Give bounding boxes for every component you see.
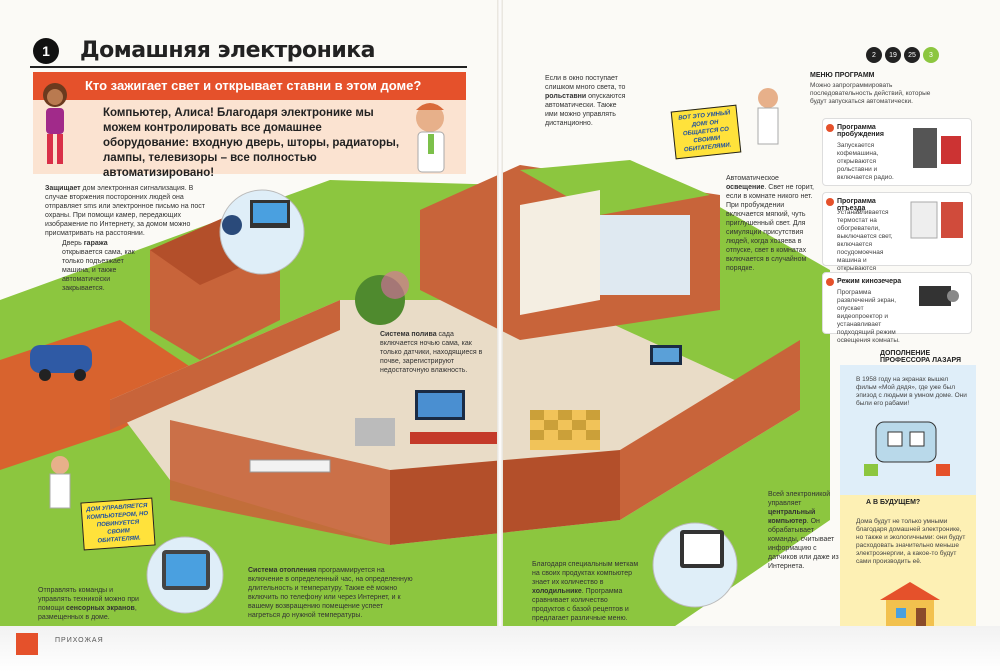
coffee-machine-icon [913,128,937,168]
eco-house-icon [880,582,940,626]
page-nav-item[interactable]: 2 [866,47,882,63]
page-nav-item[interactable]: 3 [923,47,939,63]
engineer-left-icon [49,456,71,509]
title-divider [30,66,467,68]
watering-note-text: сада включается ночью сама, как только д… [380,331,483,374]
garage-note: Дверь гаража открывается сама, как тольк… [62,239,140,293]
shutters-note-text: опускаются автоматически. Также ими можн… [545,93,626,127]
alice-character-icon [43,83,67,164]
program-bullet [826,124,834,132]
footer-label: ПРИХОЖАЯ [55,637,104,644]
garage-note-pre: Дверь [62,240,84,247]
lighting-note-pre: Автоматическое [726,175,779,182]
central-note-text: . Он обрабатывает команды, считывает инф… [768,518,839,570]
page-nav-item[interactable]: 25 [904,47,920,63]
lighting-note-bold: освещение [726,184,765,191]
fridge-note-pre: Благодаря специальным меткам на своих пр… [532,561,639,586]
lazar-text: В 1958 году на экранах вышел фильм «Мой … [856,376,967,407]
page-gutter [497,0,503,672]
touch-screen-note: Отправлять команды и управлять техникой … [38,586,146,622]
heating-note-text: программируется на включение в определен… [248,567,413,619]
program-bullet [826,278,834,286]
lazar-title: ДОПОЛНЕНИЕ ПРОФЕССОРА ЛАЗАРЯ [880,350,962,364]
menu-text: Можно запрограммировать последовательнос… [810,82,931,105]
shutters-note: Если в окно поступает слишком много свет… [545,74,630,128]
program-text-departure: Устанавливается термостат на обогревател… [837,209,893,280]
garage-note-text: открывается сама, как только подъезжает … [62,249,135,292]
menu-title: МЕНЮ ПРОГРАММ [810,72,875,79]
program-bullet [826,198,834,206]
heating-note: Система отопления программируется на вкл… [248,566,413,620]
intro-box [33,100,466,174]
page-footer [0,626,1000,672]
security-note-text: дом электронная сигнализация. В случае в… [45,185,205,237]
question-text: Кто зажигает свет и открывает ставни в э… [85,78,422,93]
central-note-pre: Всей электроникой управляет [768,491,831,507]
house-managers-sticker: ДОМ УПРАВЛЯЕТСЯ КОМПЬЮТЕРОМ, НО ПОВИНУЕТ… [80,497,156,551]
car-icon [30,345,92,381]
program-title-cinema: Режим кинозечера [837,278,902,285]
program-title-departure: Программа отъезда [837,198,876,212]
chapter-number: 1 [33,38,59,64]
page-nav: 2 19 25 3 [866,47,939,63]
question-bar [33,72,466,100]
program-pictograms [910,128,963,306]
heating-note-bold: Система отопления [248,567,317,574]
program-text-cinema: Программа развлечений экран, опускает ви… [837,289,900,344]
projector-icon [919,286,951,306]
professor-right-icon [757,88,779,145]
footer-home-tab[interactable] [16,633,38,655]
page-nav-item[interactable]: 19 [885,47,901,63]
fridge-note: Благодаря специальным меткам на своих пр… [532,560,642,623]
touch-note-pre: Отправлять команды и управлять техникой … [38,587,139,612]
garage-note-bold: гаража [83,240,108,247]
shutters-note-pre: Если в окно поступает слишком много свет… [545,75,626,91]
kitchen-floor [530,410,600,450]
smart-house-sticker: ВОТ ЭТО УМНЫЙ ДОМ! ОН ОБЩАЕТСЯ СО СВОИМИ… [670,104,742,160]
future-text: Дома будут не только умными благодаря до… [856,518,966,565]
security-note: Защищает дом электронная сигнализация. В… [45,184,215,238]
touch-note-bold: сенсорных экранов [66,605,135,612]
shutters-note-bold: рольставни [545,93,587,100]
program-title-wakeup: Программа пробуждения [837,124,884,138]
lighting-note-text: . Свет не горит, если в комнате никого н… [726,184,814,272]
central-note-bold: центральный компьютер [768,509,816,525]
lighting-note: Автоматическое освещение. Свет не горит,… [726,174,818,273]
watering-note-bold: Система полива [380,331,437,338]
program-text-wakeup: Запускается кофемашина, открываются роль… [837,142,894,181]
future-title: А В БУДУЩЕМ? [866,499,921,506]
security-note-bold: Защищает [45,185,81,192]
radiator-icon [910,201,938,239]
page-title: Домашняя электроника [80,38,376,63]
central-computer-note: Всей электроникой управляет центральный … [768,490,840,571]
intro-text: Компьютер, Алиса! Благодаря электронике … [103,107,400,179]
professor-character-icon [416,103,445,173]
touch-note-text: , размещенных в доме. [38,605,137,621]
watering-note: Система полива сада включается ночью сам… [380,330,490,375]
fridge-note-bold: холодильнике [532,588,582,595]
robot-house-icon [864,421,950,476]
fridge-note-text: . Программа сравнивает количество продук… [532,588,629,622]
